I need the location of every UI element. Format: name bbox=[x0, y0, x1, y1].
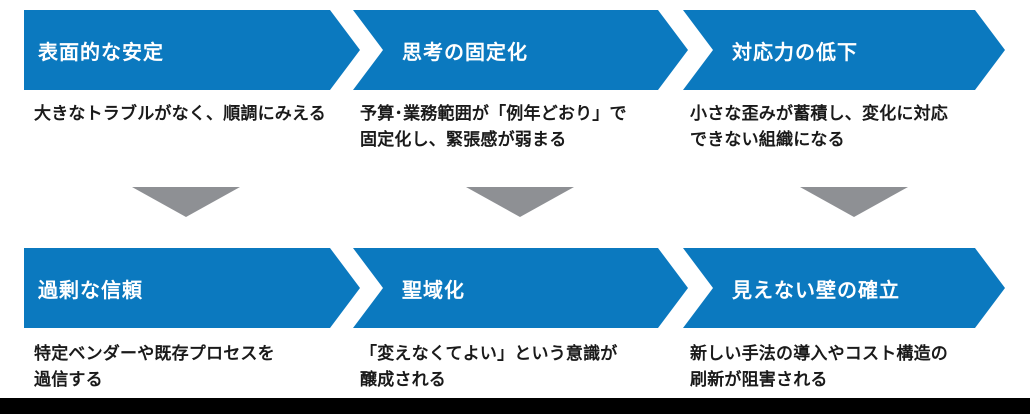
step-description-excessive-trust: 特定ベンダーや既存プロセスを 過信する bbox=[34, 344, 275, 389]
step-title: 過剰な信頼 bbox=[38, 279, 143, 302]
bottom-divider-bar bbox=[0, 398, 1030, 414]
step-description-sanctuarization: 「変えなくてよい」という意識が 醸成される bbox=[360, 344, 618, 389]
step-title: 表面的な安定 bbox=[38, 41, 164, 64]
flow-step-excessive-trust: 過剰な信頼 bbox=[24, 248, 360, 328]
flow-step-invisible-wall: 見えない壁の確立 bbox=[683, 248, 1005, 328]
flow-step-sanctuarization: 聖域化 bbox=[353, 248, 688, 328]
flow-step-reduced-adaptability: 対応力の低下 bbox=[683, 10, 1005, 90]
step-title: 思考の固定化 bbox=[402, 41, 528, 64]
down-arrow-icon bbox=[800, 187, 908, 217]
step-description-surface-stability: 大きなトラブルがなく、順調にみえる bbox=[34, 104, 326, 123]
step-title: 見えない壁の確立 bbox=[732, 279, 900, 302]
down-arrow-icon bbox=[466, 187, 574, 217]
step-description-reduced-adaptability: 小さな歪みが蓄積し、変化に対応 できない組織になる bbox=[690, 104, 948, 149]
flow-step-surface-stability: 表面的な安定 bbox=[24, 10, 360, 90]
step-title: 聖域化 bbox=[402, 279, 465, 302]
down-arrow-icon bbox=[132, 187, 240, 217]
step-description-invisible-wall: 新しい手法の導入やコスト構造の 刷新が阻害される bbox=[690, 344, 948, 389]
step-title: 対応力の低下 bbox=[732, 41, 858, 64]
flow-step-fixed-thinking: 思考の固定化 bbox=[353, 10, 688, 90]
step-description-fixed-thinking: 予算･業務範囲が「例年どおり」で 固定化し、緊張感が弱まる bbox=[360, 104, 627, 149]
